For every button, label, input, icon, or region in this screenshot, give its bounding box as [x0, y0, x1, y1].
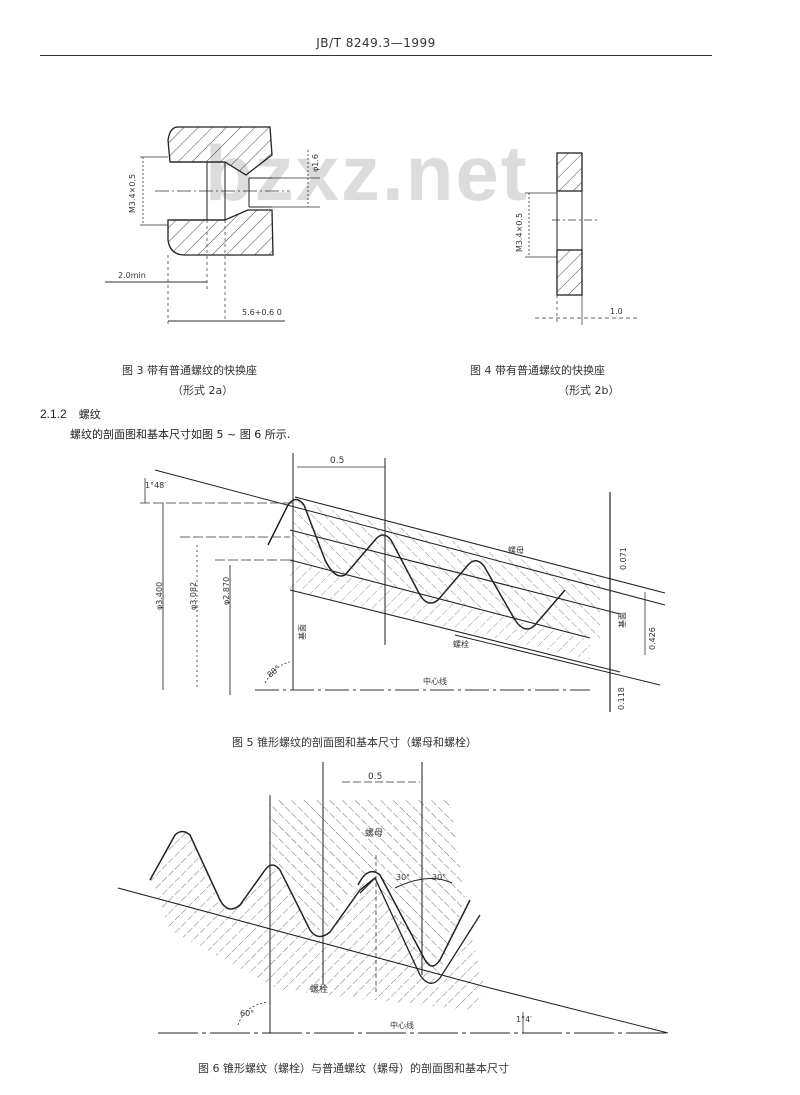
header-rule	[40, 55, 712, 56]
fig3-depth-label: 2.0min	[118, 271, 146, 280]
fig5-major-dia-label: φ3.400	[155, 582, 164, 610]
fig5-angle-bottom-label: 88°	[266, 664, 283, 680]
fig5-datum-label: 基面	[297, 624, 307, 640]
fig5-bolt-label: 螺栓	[453, 639, 469, 649]
fig5-minor-dia-label: φ2.870	[222, 577, 231, 605]
fig5-centerline-label: 中心线	[423, 676, 447, 686]
fig5-angle-top-label: 1°48′	[145, 481, 166, 490]
fig3-thread-label: M3.4×0.5	[128, 174, 137, 213]
fig5-pitch-dia-label: φ3.082	[189, 582, 198, 610]
fig3-hole-dia-label: φ1.6	[311, 154, 320, 172]
figure-4-caption: 图 4 带有普通螺纹的快换座	[470, 364, 605, 377]
fig6-angle-left-label: 30°	[396, 873, 410, 882]
fig5-dim-bottom-label: 0.118	[617, 687, 626, 710]
section-number: 2.1.2	[40, 407, 67, 421]
standard-code-header: JB/T 8249.3—1999	[316, 36, 436, 50]
fig6-taper-angle-label: 1°4′	[516, 1015, 532, 1024]
fig6-centerline-label: 中心线	[390, 1020, 414, 1030]
fig5-gauge-plane-label: 基面	[617, 612, 627, 628]
section-body: 螺纹的剖面图和基本尺寸如图 5 ~ 图 6 所示.	[70, 428, 291, 441]
figure-6-caption: 图 6 锥形螺纹（螺栓）与普通螺纹（螺母）的剖面图和基本尺寸	[198, 1062, 509, 1075]
fig5-dim-mid-label: 0.426	[648, 627, 657, 650]
figure-4-subcaption: （形式 2b）	[558, 384, 620, 397]
fig6-angle-right-label: 30°	[432, 873, 446, 882]
fig5-pitch-label: 0.5	[330, 456, 344, 466]
fig3-length-label: 5.6+0.6 0	[242, 308, 282, 317]
figure-3-subcaption: （形式 2a）	[172, 384, 234, 397]
fig4-length-label: 1.0	[610, 307, 623, 316]
fig4-thread-label: M3.4×0.5	[515, 213, 524, 252]
figure-5-drawing: 0.5 1°48′ φ3.400 φ3.082 φ2.870 88° 基面 螺母…	[140, 453, 666, 712]
fig5-nut-label: 螺母	[508, 545, 524, 555]
figure-5-caption: 图 5 锥形螺纹的剖面图和基本尺寸（螺母和螺栓）	[232, 736, 477, 749]
figure-6-drawing: 0.5 螺母 螺栓 30° 30° 60° 1°4′ 中心线	[117, 762, 669, 1034]
figure-3-caption: 图 3 带有普通螺纹的快换座	[122, 364, 257, 377]
fig5-dim-top-label: 0.071	[619, 547, 628, 570]
section-heading: 2.1.2 螺纹	[40, 406, 101, 422]
fig6-bolt-label: 螺栓	[310, 983, 328, 995]
fig6-nut-label: 螺母	[365, 828, 383, 839]
section-title: 螺纹	[78, 408, 101, 421]
fig6-flank-angle-label: 60°	[240, 1009, 254, 1018]
figure-4-drawing: M3.4×0.5 1.0	[515, 152, 640, 325]
figure-3-drawing: M3.4×0.5 φ1.6 2.0min 5.6+0.6 0	[105, 126, 320, 325]
fig6-pitch-label: 0.5	[368, 772, 382, 782]
